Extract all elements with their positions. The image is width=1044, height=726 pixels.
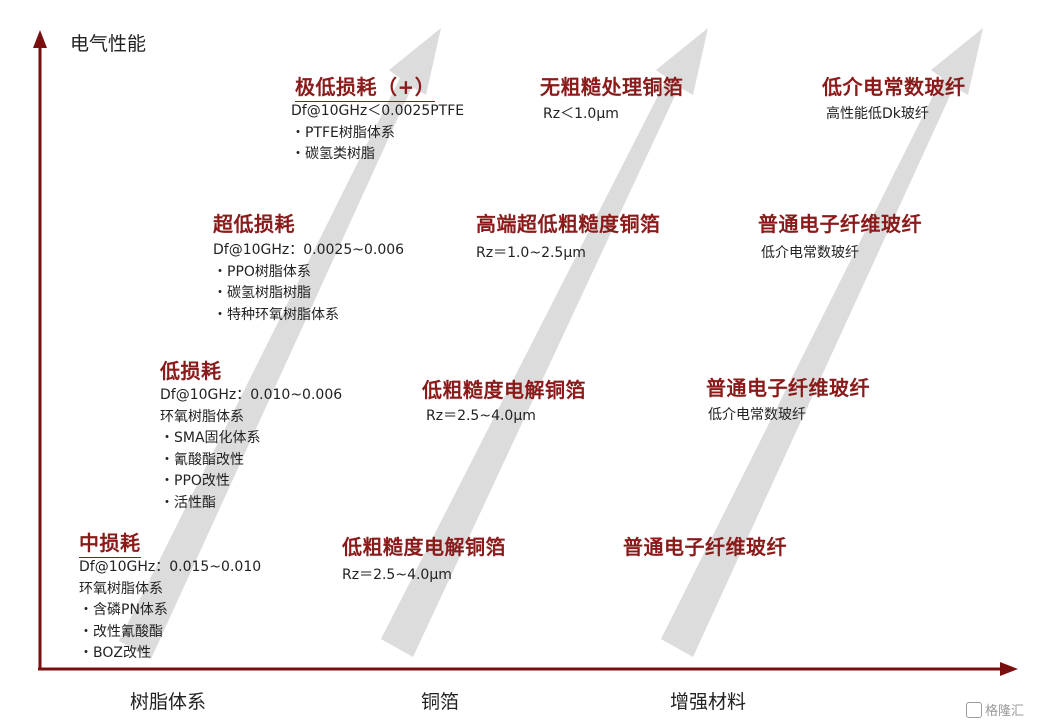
reinforcement-level-title: 低介电常数玻纤 bbox=[822, 75, 966, 99]
resin-detail-line: ・含磷PN体系 bbox=[79, 602, 168, 618]
copper-level-detail: Rz＝2.5~4.0μm bbox=[342, 567, 452, 583]
resin-detail-line: ・氰酸酯改性 bbox=[160, 451, 244, 468]
category-label-resin: 树脂体系 bbox=[129, 691, 206, 713]
reinforcement-level-title: 普通电子纤维玻纤 bbox=[706, 376, 870, 400]
copper-level-title: 高端超低粗糙度铜箔 bbox=[476, 212, 661, 236]
copper-level-detail: Rz＜1.0μm bbox=[543, 106, 619, 122]
copper-level-title: 低粗糙度电解铜箔 bbox=[342, 535, 506, 559]
reinforcement-level-title: 普通电子纤维玻纤 bbox=[623, 535, 787, 559]
copper-level-title: 无粗糙处理铜箔 bbox=[540, 75, 684, 99]
copper-level-title: 低粗糙度电解铜箔 bbox=[422, 378, 586, 402]
resin-level-title: 低损耗 bbox=[160, 359, 222, 383]
resin-detail-line: Df@10GHz：0.015~0.010 bbox=[79, 559, 262, 575]
watermark-logo-icon bbox=[966, 702, 982, 718]
reinforcement-level-detail: 低介电常数玻纤 bbox=[761, 245, 859, 261]
resin-detail-line: Df@10GHz：0.0025~0.006 bbox=[213, 242, 405, 258]
reinforcement-level-detail: 高性能低Dk玻纤 bbox=[826, 106, 929, 122]
resin-detail-line: ・碳氢类树脂 bbox=[291, 146, 375, 162]
resin-detail-line: 环氧树脂体系 bbox=[160, 408, 244, 425]
resin-detail-line: ・SMA固化体系 bbox=[160, 430, 261, 446]
resin-detail-line: Df@10GHz：0.010~0.006 bbox=[160, 387, 343, 403]
resin-detail-line: ・PPO树脂体系 bbox=[213, 263, 311, 280]
resin-level-title: 超低损耗 bbox=[213, 212, 295, 236]
resin-detail-line: Df@10GHz＜0.0025PTFE bbox=[291, 103, 465, 119]
resin-detail-line: ・活性酯 bbox=[160, 494, 216, 511]
resin-detail-line: ・PPO改性 bbox=[160, 473, 230, 489]
diagonal-arrow-copper bbox=[381, 28, 708, 657]
resin-detail-line: ・改性氰酸酯 bbox=[79, 623, 163, 640]
resin-detail-line: ・碳氢树脂树脂 bbox=[213, 285, 311, 301]
y-axis-arrowhead bbox=[33, 30, 47, 48]
y-axis-title: 电气性能 bbox=[70, 33, 147, 55]
resin-level-details: Df@10GHz：0.0025~0.006 ・PPO树脂体系 ・碳氢树脂树脂 ・… bbox=[213, 240, 404, 326]
resin-detail-line: 环氧树脂体系 bbox=[79, 580, 163, 597]
category-label-reinforcement: 增强材料 bbox=[669, 691, 746, 713]
copper-level-detail: Rz＝1.0~2.5μm bbox=[476, 245, 586, 261]
x-axis-arrowhead bbox=[1000, 662, 1018, 676]
watermark: 格隆汇 bbox=[966, 700, 1024, 719]
diagonal-arrow-resin bbox=[119, 28, 441, 659]
resin-level-details: Df@10GHz＜0.0025PTFE ・PTFE树脂体系 ・碳氢类树脂 bbox=[291, 101, 464, 166]
resin-level-title: 中损耗 bbox=[79, 527, 141, 558]
copper-level-detail: Rz＝2.5~4.0μm bbox=[426, 408, 536, 424]
reinforcement-level-detail: 低介电常数玻纤 bbox=[708, 407, 806, 423]
watermark-text: 格隆汇 bbox=[985, 704, 1025, 719]
diagonal-arrow-reinforcement bbox=[661, 28, 983, 657]
resin-level-details: Df@10GHz：0.010~0.006 环氧树脂体系 ・SMA固化体系 ・氰酸… bbox=[160, 385, 342, 514]
resin-detail-line: ・BOZ改性 bbox=[79, 645, 151, 661]
resin-level-title: 极低损耗（+） bbox=[295, 71, 436, 102]
category-label-copper: 铜箔 bbox=[420, 691, 459, 713]
reinforcement-level-title: 普通电子纤维玻纤 bbox=[758, 212, 922, 236]
resin-detail-line: ・特种环氧树脂体系 bbox=[213, 306, 339, 323]
resin-level-details: Df@10GHz：0.015~0.010 环氧树脂体系 ・含磷PN体系 ・改性氰… bbox=[79, 557, 261, 665]
resin-detail-line: ・PTFE树脂体系 bbox=[291, 124, 395, 141]
